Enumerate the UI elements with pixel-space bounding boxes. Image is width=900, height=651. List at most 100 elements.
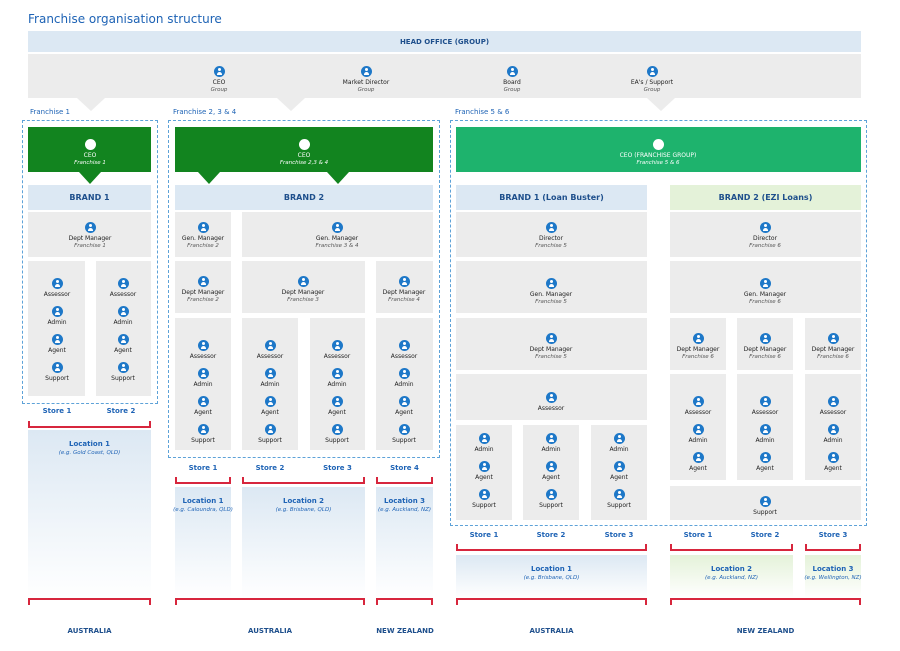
person-icon	[331, 396, 343, 407]
staff-role-label: Admin	[688, 437, 708, 444]
staff-node: Support	[302, 424, 372, 445]
head-office-ceo: CEO Group	[184, 66, 254, 93]
franchise-56-country-bracket-b	[670, 598, 861, 605]
person-icon	[84, 139, 96, 150]
franchise-56-b-loc2-sub: (e.g. Auckland, NZ)	[704, 575, 759, 581]
staff-node: Admin	[235, 368, 305, 389]
franchise-234-gm-b: Gen. Manager Franchise 3 & 4	[302, 222, 372, 249]
staff-node: Assessor	[369, 340, 439, 361]
franchise-234-country-bracket-b	[376, 598, 433, 605]
franchise-234-loc1-sub: (e.g. Caloundra, QLD)	[173, 507, 233, 513]
franchise-56-a-store-3: Store 3	[604, 531, 634, 539]
staff-node: Admin	[88, 306, 158, 327]
franchise-56-b-store-2: Store 2	[750, 531, 780, 539]
person-icon	[692, 396, 704, 407]
staff-role-label: Support	[191, 437, 215, 444]
staff-node: Assessor	[302, 340, 372, 361]
franchise-56-dir-b: Director Franchise 6	[730, 222, 800, 249]
staff-node: Agent	[235, 396, 305, 417]
franchise-56-b-loc3-sub: (e.g. Wellington, NZ)	[804, 575, 862, 581]
staff-node: Agent	[663, 452, 733, 473]
franchise-56-dir-a-box	[456, 212, 647, 257]
franchise-234-loc3-title: Location 3	[384, 497, 425, 505]
franchise-1-store-bracket	[28, 421, 151, 428]
franchise-1-location-sub: (e.g. Gold Coast, QLD)	[58, 450, 121, 456]
head-office-market-director: Market Director Group	[331, 66, 401, 93]
franchise-234-bracket-3	[376, 477, 433, 484]
person-icon	[759, 452, 771, 463]
head-office-arrow-f234	[277, 98, 305, 111]
franchise-1-ceo-arrow	[79, 172, 101, 184]
head-office-bar: HEAD OFFICE (GROUP)	[28, 31, 861, 52]
franchise-56-a-loc-box	[456, 555, 647, 598]
staff-node: Agent	[88, 334, 158, 355]
franchise-1-brand: BRAND 1	[28, 185, 151, 210]
franchise-56-dm-b1: Dept Manager Franchise 6	[663, 333, 733, 360]
franchise-56-gm-b: Gen. Manager Franchise 6	[730, 278, 800, 305]
head-office-board: Board Group	[477, 66, 547, 93]
franchise-234-country-bracket-a	[175, 598, 365, 605]
franchise-56-country-bracket-a	[456, 598, 647, 605]
franchise-56-dm-b1-box	[670, 318, 726, 370]
staff-role-label: Admin	[327, 381, 347, 388]
staff-role-label: Admin	[755, 437, 775, 444]
franchise-1-store-1: Store 1	[42, 407, 72, 415]
franchise-234-country-b: NEW ZEALAND	[376, 627, 434, 635]
franchise-56-b-store-1: Store 1	[683, 531, 713, 539]
person-icon	[117, 334, 129, 345]
franchise-234-loc2-sub: (e.g. Brisbane, QLD)	[275, 507, 332, 513]
staff-node: Admin	[449, 433, 519, 454]
person-icon	[197, 424, 209, 435]
franchise-56-dm-a: Dept Manager Franchise 5	[516, 333, 586, 360]
franchise-234-dm-a-box	[175, 261, 231, 313]
head-office-ea-support: EA's / Support Group	[617, 66, 687, 93]
staff-node: Admin	[584, 433, 654, 454]
person-icon	[51, 362, 63, 373]
staff-node: Support	[168, 424, 238, 445]
head-office-arrow-f56	[647, 98, 675, 111]
staff-node: Assessor	[88, 278, 158, 299]
franchise-234-loc1-title: Location 1	[182, 497, 224, 505]
person-icon	[692, 333, 704, 344]
staff-role-label: Admin	[394, 381, 414, 388]
staff-role-label: Admin	[113, 319, 133, 326]
person-icon	[264, 340, 276, 351]
staff-node: Assessor	[663, 396, 733, 417]
staff-role-label: Support	[539, 502, 563, 509]
staff-role-label: Agent	[689, 465, 707, 472]
franchise-234-ceo-arrow-b	[327, 172, 349, 184]
franchise-234-store-3: Store 3	[323, 464, 352, 472]
franchise-234-loc2-title: Location 2	[283, 497, 324, 505]
person-icon	[545, 278, 557, 289]
franchise-1-ceo: CEO Franchise 1	[55, 139, 125, 166]
person-icon	[827, 424, 839, 435]
staff-node: Assessor	[168, 340, 238, 361]
franchise-1-dept-box	[28, 212, 151, 257]
staff-role-label: Assessor	[189, 353, 217, 360]
person-icon	[613, 489, 625, 500]
person-icon	[759, 333, 771, 344]
person-icon	[759, 222, 771, 233]
franchise-56-a-loc-title: Location 1	[531, 565, 572, 573]
staff-role-label: Admin	[474, 446, 494, 453]
person-icon	[398, 424, 410, 435]
staff-role-label: Support	[258, 437, 282, 444]
franchise-56-dm-b3-box	[805, 318, 861, 370]
staff-node: Admin	[369, 368, 439, 389]
person-icon	[197, 222, 209, 233]
staff-node: Support	[235, 424, 305, 445]
staff-role-label: Agent	[395, 409, 413, 416]
franchise-234-boundary	[168, 120, 440, 458]
person-icon	[827, 452, 839, 463]
staff-node: Support	[449, 489, 519, 510]
franchise-234-country-a: AUSTRALIA	[248, 627, 292, 635]
staff-node: Support	[516, 489, 586, 510]
staff-node: Agent	[168, 396, 238, 417]
person-icon	[759, 424, 771, 435]
staff-role-label: Agent	[48, 347, 66, 354]
person-icon	[506, 66, 518, 77]
staff-node: Agent	[22, 334, 92, 355]
person-icon	[545, 433, 557, 444]
franchise-234-dm-b: Dept Manager Franchise 3	[268, 276, 338, 303]
franchise-56-gm-a: Gen. Manager Franchise 5	[516, 278, 586, 305]
